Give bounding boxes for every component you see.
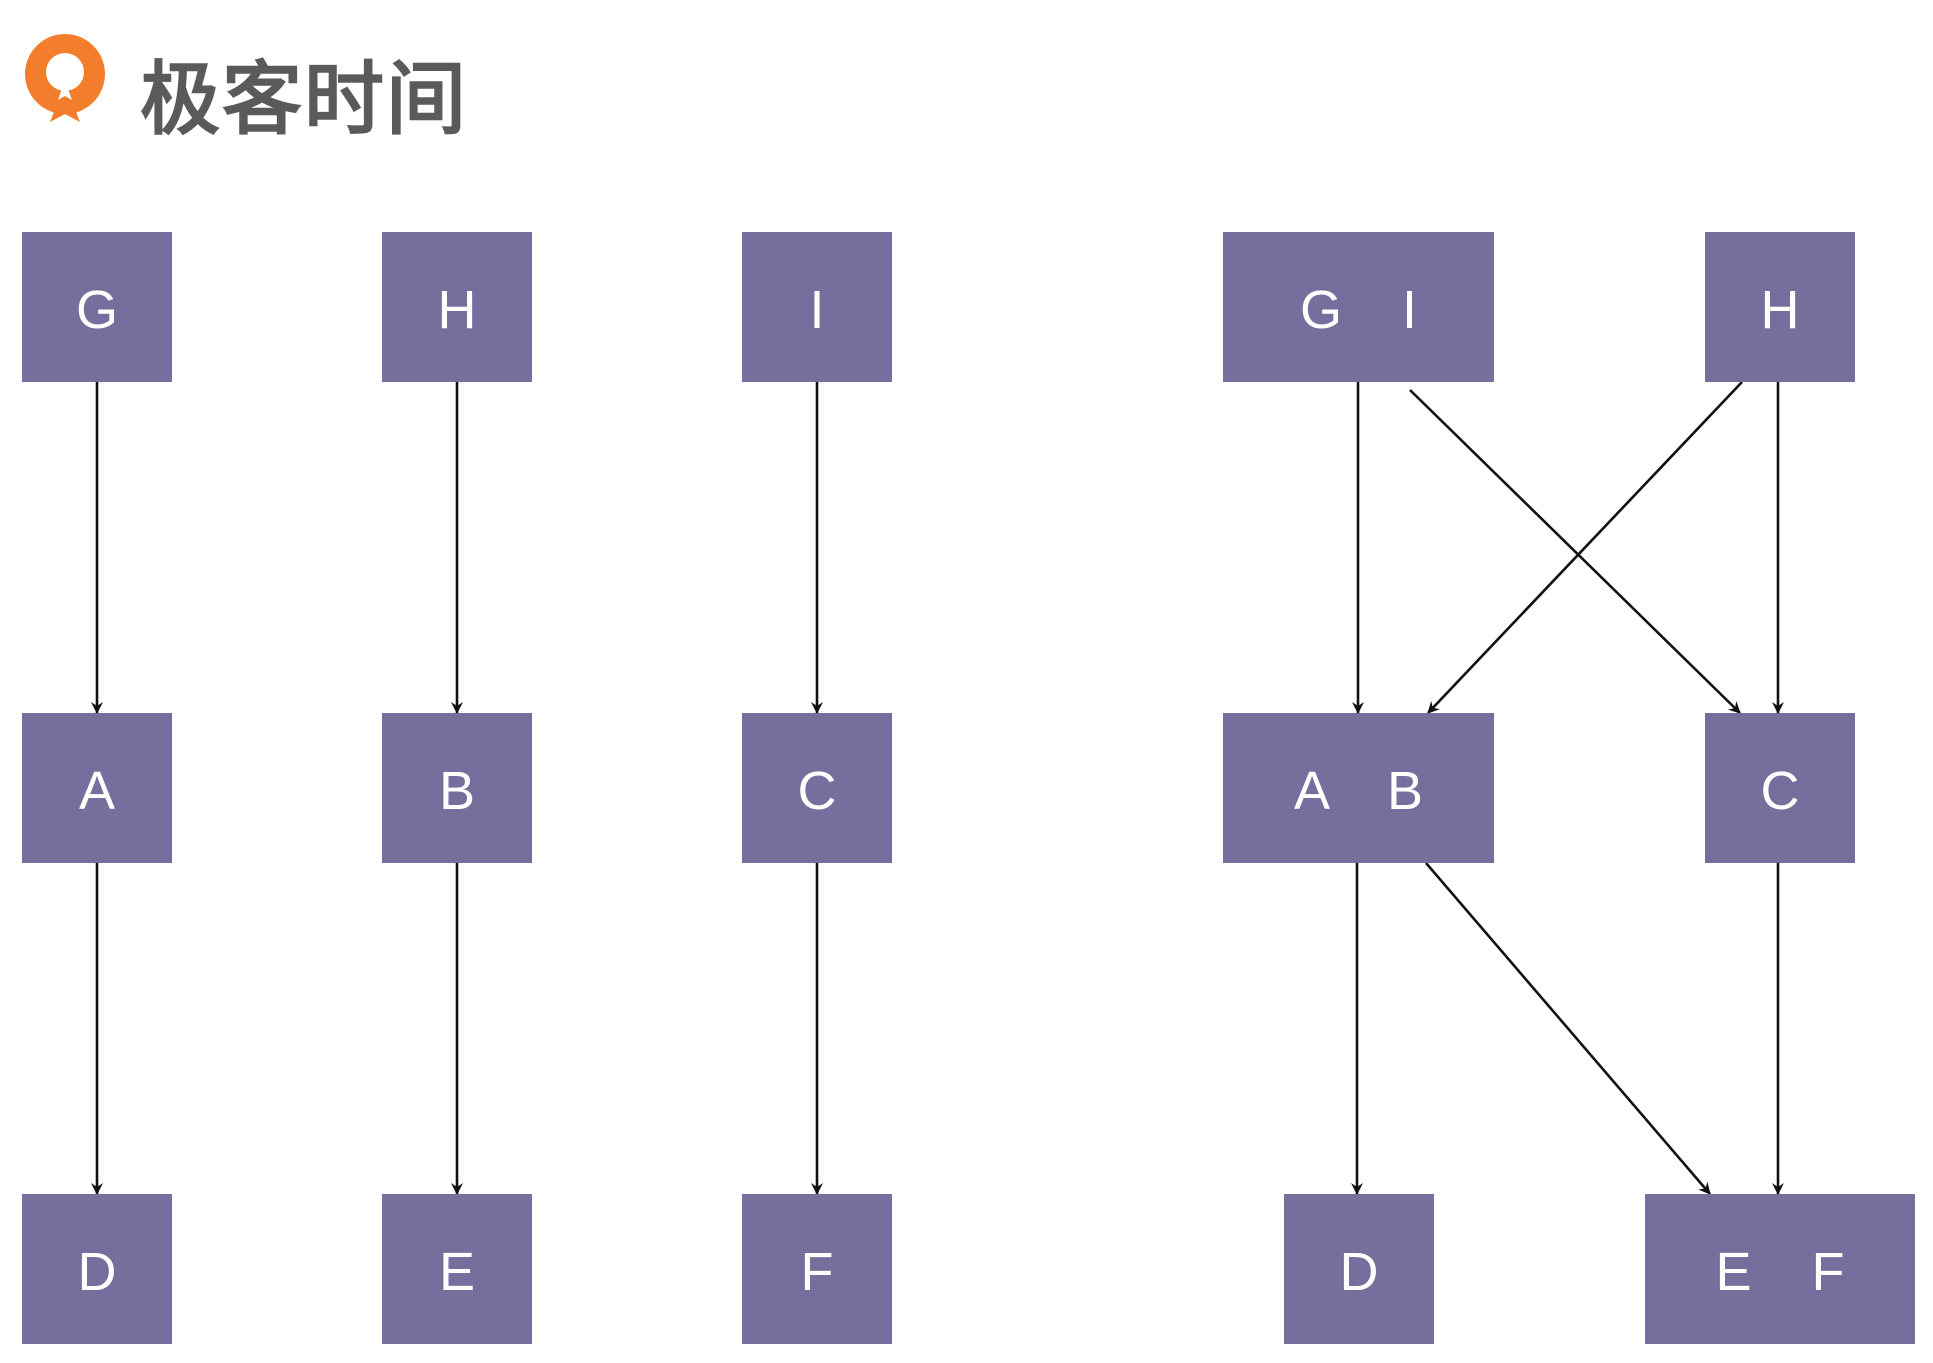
node-box xyxy=(742,232,892,382)
node-l-e: E xyxy=(382,1194,532,1344)
node-label: A xyxy=(79,761,115,821)
node-label: E F xyxy=(1715,1242,1844,1302)
node-label: A B xyxy=(1294,761,1423,821)
node-box xyxy=(382,1194,532,1344)
node-r-gi: G I xyxy=(1223,232,1494,382)
node-box xyxy=(1284,1194,1434,1344)
node-r-ab: A B xyxy=(1223,713,1494,863)
node-label: H xyxy=(438,280,477,340)
node-label: E xyxy=(439,1242,475,1302)
node-label: D xyxy=(1340,1242,1379,1302)
edge-r-ab-to-r-ef xyxy=(1425,862,1711,1195)
edge-r-gi-to-r-c xyxy=(1409,389,1741,714)
node-box xyxy=(742,1194,892,1344)
geektime-logo-icon xyxy=(25,34,105,122)
node-r-c: C xyxy=(1705,713,1855,863)
node-label: F xyxy=(801,1242,834,1302)
node-r-d: D xyxy=(1284,1194,1434,1344)
node-label: I xyxy=(809,280,824,340)
edge-r-h-to-r-ab xyxy=(1427,381,1743,714)
node-r-h: H xyxy=(1705,232,1855,382)
node-label: B xyxy=(439,761,475,821)
node-box xyxy=(1705,713,1855,863)
node-box xyxy=(1705,232,1855,382)
node-box xyxy=(1645,1194,1915,1344)
nodes-layer: G H I A B C D E F G I H A B C D E F xyxy=(22,232,1915,1344)
node-l-b: B xyxy=(382,713,532,863)
node-box xyxy=(22,1194,172,1344)
node-box xyxy=(742,713,892,863)
node-box xyxy=(382,713,532,863)
node-l-h: H xyxy=(382,232,532,382)
node-l-i: I xyxy=(742,232,892,382)
node-r-ef: E F xyxy=(1645,1194,1915,1344)
node-l-d: D xyxy=(22,1194,172,1344)
node-box xyxy=(1223,232,1494,382)
node-label: G I xyxy=(1300,280,1417,340)
node-label: C xyxy=(798,761,837,821)
node-label: G xyxy=(76,280,118,340)
node-box xyxy=(22,713,172,863)
logo: 极客时间 xyxy=(18,22,466,146)
node-label: D xyxy=(78,1242,117,1302)
node-l-f: F xyxy=(742,1194,892,1344)
node-box xyxy=(1223,713,1494,863)
node-label: H xyxy=(1761,280,1800,340)
node-box xyxy=(382,232,532,382)
node-label: C xyxy=(1761,761,1800,821)
node-l-a: A xyxy=(22,713,172,863)
node-box xyxy=(22,232,172,382)
node-l-c: C xyxy=(742,713,892,863)
logo-text: 极客时间 xyxy=(140,53,468,146)
edges-layer xyxy=(91,381,1784,1195)
node-l-g: G xyxy=(22,232,172,382)
